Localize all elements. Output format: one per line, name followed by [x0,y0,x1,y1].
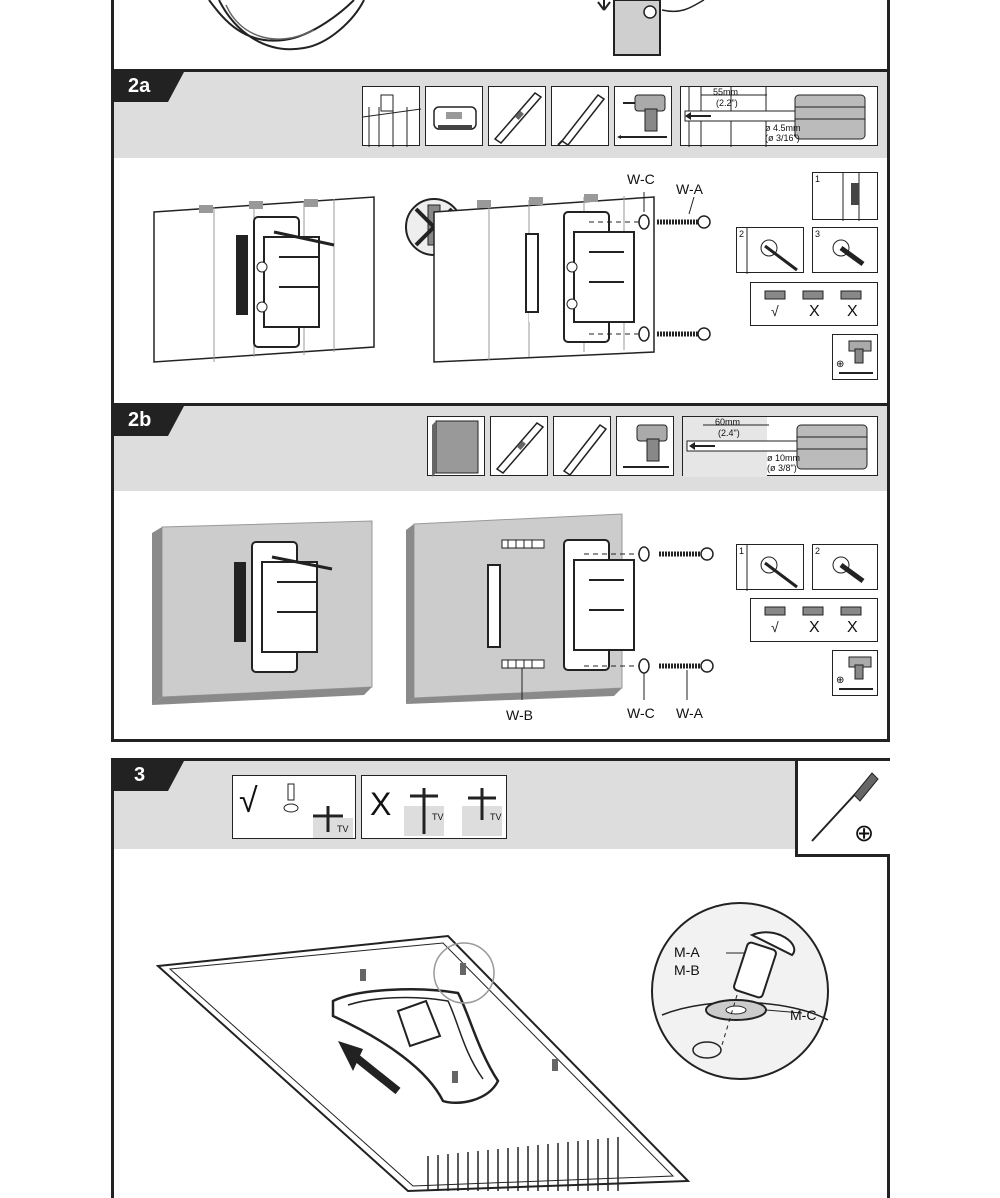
level-mark-x1: X [809,303,820,320]
tv-back-with-plate [155,934,691,1193]
inset-step-1-2b: 1 [736,544,804,591]
step3-tag: 3 [134,764,146,786]
tool-level [488,86,546,146]
tool-drill [614,86,672,146]
tool-pencil-2b [553,416,611,477]
tv-label-wrong-1: TV [432,812,444,822]
label-screw-wa-2b: W-A [676,705,703,721]
stud-wall-mounted-bracket [153,196,375,363]
drill-diameter-mm-2b: ø 10mm [767,453,801,463]
drill-depth-diagram: 55mm (2.2") ø 4.5mm (ø 3/16") [680,86,878,147]
drill-depth-mm: 55mm [713,87,739,97]
level-check-panel-2a: √ X X [750,282,878,326]
inset-step-3: 3 [812,227,878,273]
level-mark-ok: √ [771,303,779,319]
step2b-tag-shape [114,406,184,436]
screwdriver-panel: ⊕ [795,761,890,857]
inset-step-1: 1 [812,172,878,221]
level-mark-x1-2b: X [809,619,820,636]
drill-depth-mm-2b: 60mm [715,417,741,427]
drill-depth-in-2b: (2.4") [718,428,740,438]
inset-step-2: 2 [736,227,804,274]
tv-label-correct: TV [337,824,349,834]
correct-screw-panel: √ TV [232,775,356,839]
step2a-tag-shape [114,72,184,102]
step2-frame: 2a [111,69,890,742]
step1-frame [111,0,890,69]
tool-drill-2b [616,416,674,476]
bracket-arms-illustration [208,0,705,56]
inset-step-2-2b: 2 [812,544,878,590]
step2a-tag: 2a [128,75,151,97]
step2b-tag: 2b [128,409,152,431]
step3-tag-shape [114,761,184,791]
label-washer-wc-2a: W-C [627,171,655,187]
tool-level-2b [490,416,548,476]
drill-depth-in: (2.2") [716,98,738,108]
concrete-wall-anchors [406,513,714,704]
drill-depth-diagram-2b: 60mm (2.4") ø 10mm (ø 3/8") [682,416,878,477]
correct-mark: √ [239,782,258,820]
concrete-wall-mounted-bracket [152,520,373,705]
wrong-screw-panel: X TV TV [361,775,507,839]
label-washer-wc-2b: W-C [627,705,655,721]
label-washer-mc: M-C [790,1007,817,1023]
tool-stud-wall [362,86,422,147]
screw-detail-magnifier [651,902,829,1080]
drill-diameter-mm: ø 4.5mm [765,123,801,133]
level-mark-x2-2b: X [847,619,858,636]
wrong-mark: X [370,786,392,822]
stud-wall-drill-holes [433,192,711,363]
drill-diameter-in-2b: (ø 3/8") [767,463,797,473]
drill-bit-panel-2b: ⊕ [832,650,878,696]
step3-frame: 3 √ TV X TV TV ⊕ [111,758,890,1198]
level-check-panel-2b: √ X X [750,598,878,642]
tool-pencil [551,86,609,147]
svg-text:⊕: ⊕ [836,675,844,686]
label-screw-ma: M-A [674,944,700,960]
level-mark-x2: X [847,303,858,320]
label-screw-wa-2a: W-A [676,181,703,197]
label-screw-mb: M-B [674,962,700,978]
label-anchor-wb: W-B [506,707,533,723]
phillips-symbol: ⊕ [854,820,875,847]
level-mark-ok-2b: √ [771,619,779,635]
drill-bit-panel-2a: ⊕ [832,334,878,380]
svg-text:⊕: ⊕ [836,359,844,370]
tv-label-wrong-2: TV [490,812,502,822]
drill-diameter-in: (ø 3/16") [765,133,800,143]
tool-stud-finder [425,86,483,146]
tool-concrete-block [427,416,485,477]
